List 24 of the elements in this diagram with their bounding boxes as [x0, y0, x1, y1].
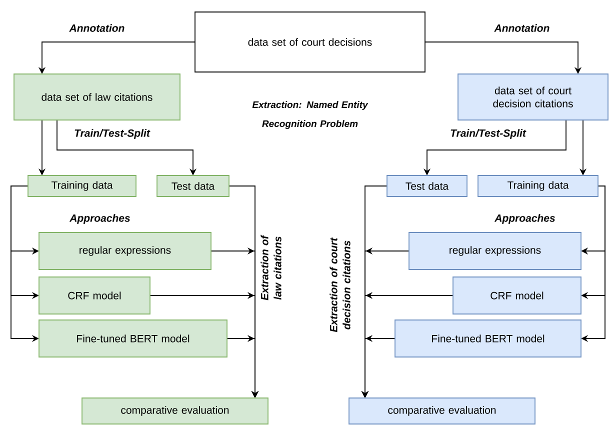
section-label: Approaches — [69, 214, 130, 224]
method-box: Fine-tuned BERT model — [394, 320, 582, 358]
method-box: regular expressions — [408, 232, 582, 270]
method-box: CRF model — [452, 276, 582, 314]
data-box: Training data — [478, 175, 598, 197]
result-box: comparative evaluation — [348, 398, 536, 424]
data-box: Test data — [156, 175, 230, 197]
method-box: Fine-tuned BERT model — [38, 320, 228, 358]
edge-label: Extraction of court decision citations — [328, 209, 352, 361]
edge-label: Extraction of law citations — [260, 202, 282, 334]
source-box: data set of court decisions — [194, 12, 426, 72]
edge-label: Train/Test-Split — [449, 128, 527, 140]
method-box: CRF model — [38, 276, 150, 314]
edge-label: Train/Test-Split — [73, 128, 151, 140]
method-box: regular expressions — [38, 232, 212, 270]
heading-text: Extraction: Named Entity Recognition Problem — [252, 101, 368, 129]
data-box: Training data — [28, 175, 136, 197]
data-box: Test data — [386, 175, 468, 197]
edge-label: Annotation — [493, 23, 551, 33]
section-label: Approaches — [494, 214, 555, 224]
data-box: data set of law citations — [14, 74, 180, 120]
edge-label: Annotation — [68, 23, 126, 33]
data-box: data set of court decision citations — [458, 74, 608, 120]
result-box: comparative evaluation — [82, 398, 268, 424]
